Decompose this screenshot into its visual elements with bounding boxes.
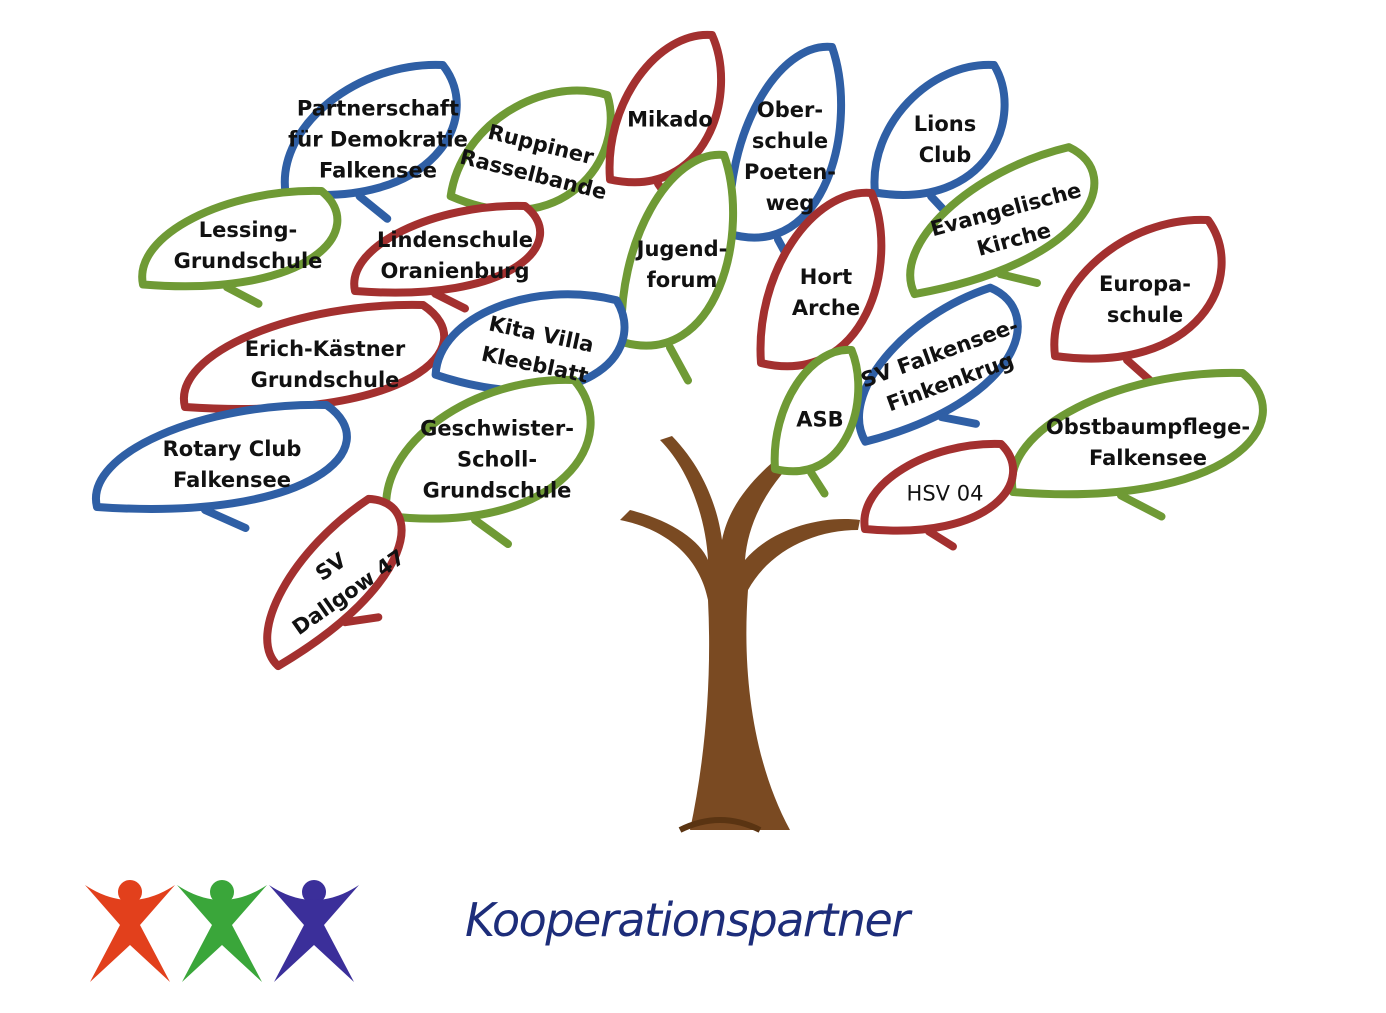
leaf-stem bbox=[807, 468, 829, 498]
leaf-svfalkensee bbox=[855, 283, 1022, 446]
leaf-label-partnerschaft: Partnerschaft für Demokratie Falkensee bbox=[288, 96, 468, 183]
leaf-outline bbox=[446, 86, 615, 215]
leaf-obstbaum bbox=[1007, 368, 1267, 521]
leaf-outline bbox=[617, 150, 738, 350]
leaf-asb bbox=[770, 345, 863, 498]
page-title: Kooperationspartner bbox=[465, 893, 910, 947]
leaf-label-rotary: Rotary Club Falkensee bbox=[162, 437, 302, 492]
leaf-stem bbox=[431, 289, 469, 313]
logo-figure-icon bbox=[269, 880, 359, 982]
leaf-outline bbox=[725, 42, 846, 242]
leaf-outline bbox=[263, 494, 406, 671]
leaf-jugendforum bbox=[617, 150, 738, 385]
leaf-dallgow bbox=[263, 494, 406, 671]
leaf-outline bbox=[138, 186, 342, 291]
leaf-outline bbox=[1007, 368, 1267, 499]
leaf-stem bbox=[1117, 491, 1166, 521]
tree-roots bbox=[678, 817, 762, 833]
logo-figures-icon bbox=[85, 880, 359, 982]
leaf-outline bbox=[350, 201, 545, 297]
leaf-partnerschaft bbox=[280, 60, 461, 223]
leaf-outline bbox=[860, 439, 1017, 535]
leaf-outline bbox=[855, 283, 1022, 446]
leaf-outline bbox=[770, 345, 863, 476]
leaf-label-lindenschule: Lindenschule Oranienburg bbox=[376, 228, 534, 283]
logo-figure-icon bbox=[177, 880, 267, 982]
leaf-stem bbox=[341, 613, 383, 627]
leaf-outline bbox=[870, 60, 1009, 199]
leaf-label-scholl: Geschwister- Scholl- Grundschule bbox=[420, 416, 574, 503]
leaf-outline bbox=[92, 400, 351, 513]
leaf-scholl bbox=[382, 375, 595, 548]
leaf-outline bbox=[382, 375, 595, 523]
leaf-lindenschule bbox=[350, 201, 545, 313]
leaf-label-asb: ASB bbox=[796, 407, 844, 432]
leaf-stem bbox=[223, 283, 263, 308]
leaf-outline bbox=[280, 60, 461, 199]
leaf-stem bbox=[471, 516, 512, 548]
leaf-stem bbox=[666, 343, 692, 385]
tree-trunk bbox=[620, 436, 860, 830]
leaf-label-mikado: Mikado bbox=[627, 107, 713, 132]
leaf-label-lessing: Lessing- Grundschule bbox=[173, 218, 323, 273]
leaf-lions bbox=[870, 60, 1009, 223]
leaf-label-oberschule: Ober- schule Poeten- weg bbox=[743, 98, 837, 215]
leaf-stem bbox=[355, 192, 392, 223]
leaf-label-obstbaum: Obstbaumpflege- Falkensee bbox=[1045, 415, 1251, 470]
leaf-label-jugendforum: Jugend- forum bbox=[636, 237, 728, 292]
leaf-stem bbox=[925, 527, 957, 551]
leaf-label-hort: Hort Arche bbox=[791, 265, 861, 320]
leaf-evangelische bbox=[906, 143, 1099, 299]
leaf-europa bbox=[1050, 215, 1226, 388]
leaf-label-erich: Erich-Kästner Grundschule bbox=[244, 337, 406, 392]
leaf-hsv bbox=[860, 439, 1017, 551]
leaf-rotary bbox=[92, 400, 351, 532]
leaf-outline bbox=[179, 300, 449, 413]
leaf-lessing bbox=[138, 186, 342, 308]
leaf-stem bbox=[996, 270, 1041, 288]
leaf-label-europa: Europa- schule bbox=[1099, 272, 1191, 327]
leaf-outline bbox=[1050, 215, 1226, 363]
leaf-stem bbox=[201, 506, 250, 532]
logo-figure-icon bbox=[85, 880, 175, 982]
leaf-label-lions: Lions Club bbox=[913, 112, 977, 167]
leaf-label-hsv: HSV 04 bbox=[906, 481, 984, 506]
leaf-outline bbox=[906, 143, 1099, 299]
leaf-stem bbox=[937, 413, 980, 428]
